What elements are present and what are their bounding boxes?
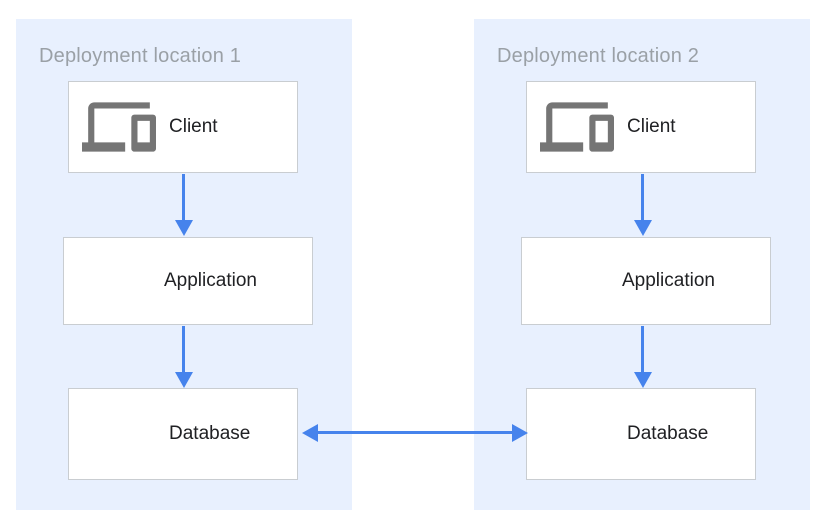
panel-title: Deployment location 1: [39, 45, 242, 67]
devices-icon: [69, 90, 169, 164]
deployment-location-2-panel: Deployment location 2 Client Application: [474, 19, 810, 510]
arrow-head-icon: [175, 220, 193, 236]
node-label: Database: [169, 423, 251, 444]
arrow-application-to-database: [641, 326, 644, 373]
node-client: Client: [68, 81, 298, 173]
arrow-head-icon: [302, 424, 318, 442]
node-database: Database: [68, 388, 298, 480]
arrow-head-icon: [634, 220, 652, 236]
arrow-client-to-application: [182, 174, 185, 221]
arrow-application-to-database: [182, 326, 185, 373]
arrow-head-icon: [512, 424, 528, 442]
deployment-location-1-panel: Deployment location 1 Client Application: [16, 19, 352, 510]
node-application: Application: [63, 237, 313, 325]
node-database: Database: [526, 388, 756, 480]
node-client: Client: [526, 81, 756, 173]
node-label: Client: [627, 116, 676, 137]
arrow-client-to-application: [641, 174, 644, 221]
panel-title: Deployment location 2: [497, 45, 700, 67]
node-label: Application: [622, 270, 715, 291]
arrow-head-icon: [634, 372, 652, 388]
node-application: Application: [521, 237, 771, 325]
node-label: Application: [164, 270, 257, 291]
devices-icon: [527, 90, 627, 164]
node-label: Client: [169, 116, 218, 137]
arrow-head-icon: [175, 372, 193, 388]
arrow-database-to-database: [316, 431, 512, 434]
node-label: Database: [627, 423, 709, 444]
